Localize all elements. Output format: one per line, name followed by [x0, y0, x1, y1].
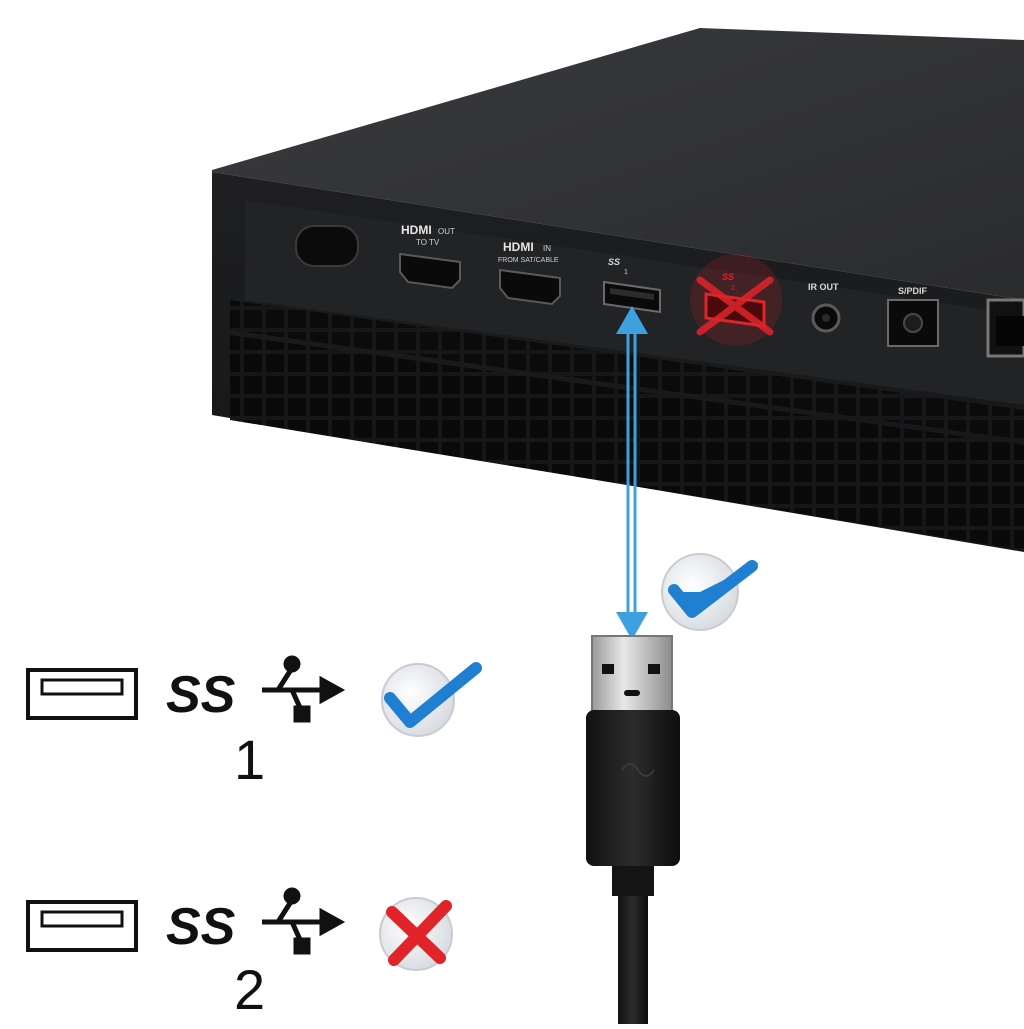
ir-out-port: IR OUT [808, 282, 841, 333]
power-port [295, 225, 359, 267]
usb-2-cross-icon [696, 276, 774, 336]
console-top [212, 28, 1024, 300]
svg-text:HDMI: HDMI [401, 223, 432, 237]
usb-trident-icon [262, 887, 346, 955]
hdmi-out-port: HDMI OUT TO TV [399, 223, 461, 290]
usb-plug [586, 635, 680, 1024]
svg-text:FROM SAT/CABLE: FROM SAT/CABLE [498, 257, 559, 264]
legend-row-2: SS [26, 887, 453, 971]
svg-text:IR OUT: IR OUT [808, 282, 839, 292]
cross-icon [379, 897, 453, 971]
svg-text:HDMI: HDMI [503, 240, 534, 254]
ethernet-port [986, 298, 1024, 358]
connection-arrow [616, 306, 648, 640]
plug-check-icon [661, 553, 760, 631]
svg-text:2: 2 [731, 285, 735, 292]
usb-port-2: SS 2 [690, 254, 782, 346]
legend-row-1: SS [26, 655, 482, 737]
svg-text:OUT: OUT [438, 227, 455, 236]
svg-text:1: 1 [624, 269, 628, 276]
spdif-port: S/PDIF [887, 286, 939, 347]
svg-text:SS: SS [608, 257, 620, 267]
svg-text:IN: IN [543, 244, 551, 253]
usb-trident-icon [262, 655, 346, 723]
superspeed-label: SS [166, 898, 236, 956]
legend-number-1: 1 [234, 728, 266, 791]
hdmi-in-port: HDMI IN FROM SAT/CABLE [498, 240, 561, 306]
superspeed-label: SS [166, 666, 236, 724]
check-icon [381, 662, 482, 737]
usb-port-1: SS 1 [603, 257, 661, 314]
svg-text:S/PDIF: S/PDIF [898, 286, 928, 296]
legend-number-2: 2 [234, 958, 266, 1021]
svg-text:TO TV: TO TV [416, 238, 440, 247]
svg-text:SS: SS [722, 272, 734, 282]
